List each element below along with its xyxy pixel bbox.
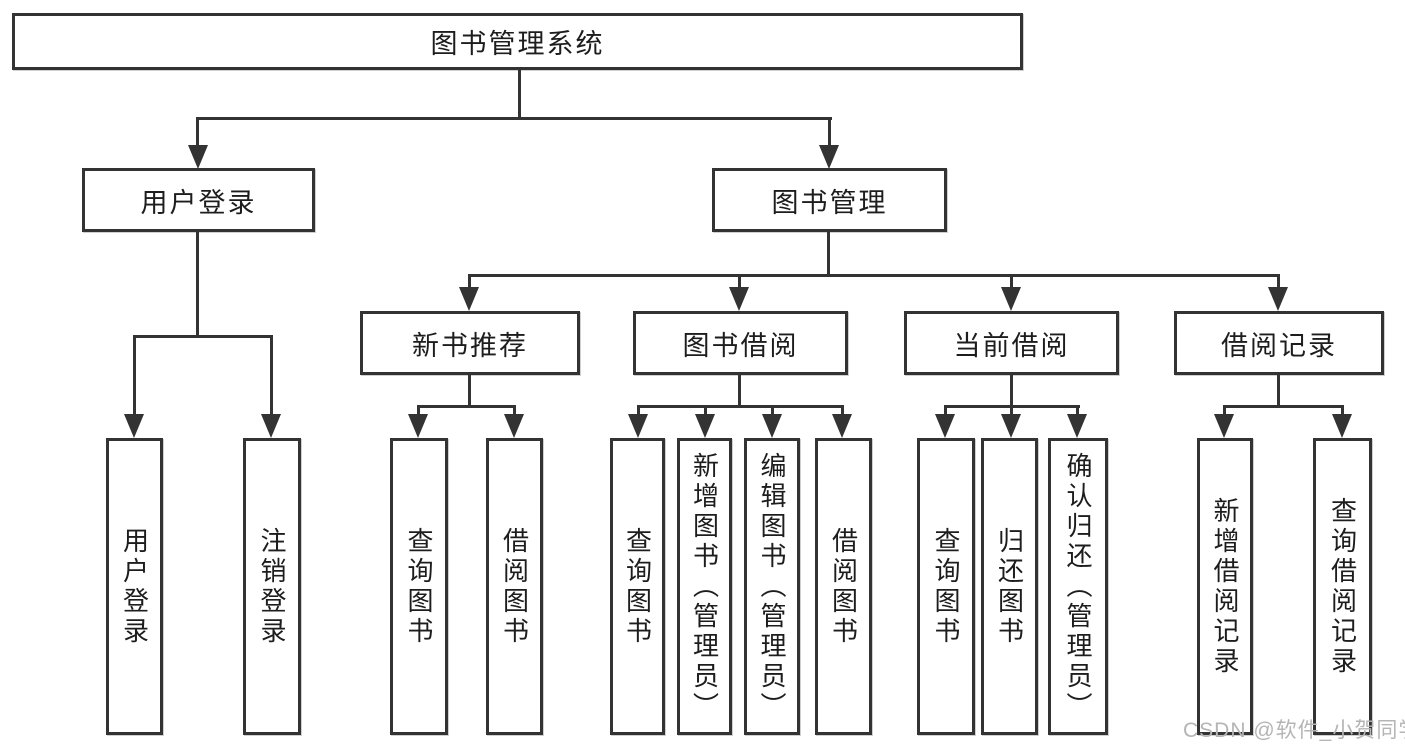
leaf-bb-query-books: 查询图书 [610, 438, 665, 735]
leaf-cb-query-books: 查询图书 [917, 438, 975, 735]
arrow-down-icon [408, 414, 428, 438]
node-new-book-recommend: 新书推荐 [360, 311, 580, 375]
connector-line [468, 274, 471, 289]
arrow-down-icon [628, 414, 648, 438]
connector-line [196, 117, 199, 148]
connector-line [828, 117, 831, 148]
connector-line [1010, 405, 1013, 416]
connector-line [637, 405, 640, 416]
connector-line [513, 405, 516, 416]
connector-line [197, 117, 832, 120]
arrow-down-icon [504, 414, 524, 438]
connector-line [133, 335, 273, 338]
leaf-br-add-record: 新增借阅记录 [1197, 438, 1253, 735]
connector-line [468, 373, 471, 407]
connector-line [944, 405, 947, 416]
arrow-down-icon [1001, 287, 1021, 311]
arrow-down-icon [188, 145, 208, 169]
connector-line [468, 274, 1280, 277]
arrow-down-icon [832, 414, 852, 438]
connector-line [738, 274, 741, 289]
leaf-cb-confirm-return-admin: 确认归还（管理员） [1048, 438, 1108, 735]
arrow-down-icon [819, 145, 839, 169]
connector-line [827, 230, 830, 276]
leaf-nb-query-books: 查询图书 [390, 438, 448, 735]
node-user-login: 用户登录 [82, 168, 315, 232]
leaf-user-login: 用户登录 [106, 438, 163, 735]
connector-line [738, 373, 741, 407]
arrow-down-icon [1214, 414, 1234, 438]
connector-line [841, 405, 844, 416]
csdn-watermark: CSDN @软件_小贺同学 [1183, 719, 1405, 742]
connector-line [270, 335, 273, 416]
connector-line [1076, 405, 1079, 416]
node-book-borrowing: 图书借阅 [633, 311, 848, 375]
node-book-management: 图书管理 [712, 168, 947, 232]
arrow-down-icon [1268, 287, 1288, 311]
leaf-bb-add-books-admin: 新增图书（管理员） [677, 438, 732, 735]
node-current-borrowing: 当前借阅 [904, 311, 1119, 375]
connector-line [1010, 274, 1013, 289]
leaf-logout-login: 注销登录 [243, 438, 301, 735]
node-library-system: 图书管理系统 [12, 13, 1023, 70]
connector-line [637, 405, 844, 408]
arrow-down-icon [1332, 414, 1352, 438]
connector-line [1223, 405, 1226, 416]
connector-line [1010, 373, 1013, 407]
connector-line [196, 230, 199, 338]
connector-line [417, 405, 516, 408]
arrow-down-icon [695, 414, 715, 438]
connector-line [518, 68, 521, 120]
connector-line [771, 405, 774, 416]
connector-line [704, 405, 707, 416]
arrow-down-icon [762, 414, 782, 438]
arrow-down-icon [459, 287, 479, 311]
leaf-br-query-record: 查询借阅记录 [1313, 438, 1372, 735]
leaf-nb-borrow-books: 借阅图书 [486, 438, 543, 735]
connector-line [417, 405, 420, 416]
arrow-down-icon [729, 287, 749, 311]
connector-line [1277, 274, 1280, 289]
arrow-down-icon [1001, 414, 1021, 438]
arrow-down-icon [124, 414, 144, 438]
connector-line [1277, 373, 1280, 407]
leaf-bb-borrow-books: 借阅图书 [815, 438, 872, 735]
connector-line [1223, 405, 1344, 408]
arrow-down-icon [261, 414, 281, 438]
arrow-down-icon [935, 414, 955, 438]
leaf-bb-edit-books-admin: 编辑图书（管理员） [744, 438, 800, 735]
connector-line [1341, 405, 1344, 416]
leaf-cb-return-books: 归还图书 [981, 438, 1038, 735]
node-borrowing-records: 借阅记录 [1174, 311, 1384, 375]
connector-line [133, 335, 136, 416]
arrow-down-icon [1067, 414, 1087, 438]
